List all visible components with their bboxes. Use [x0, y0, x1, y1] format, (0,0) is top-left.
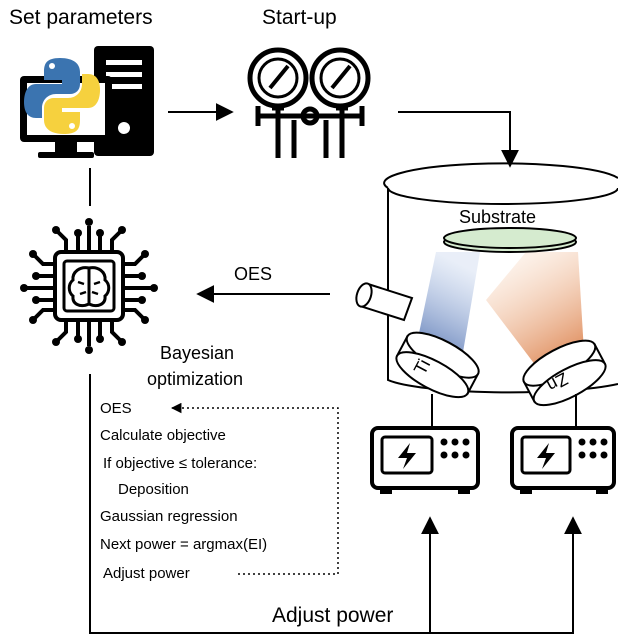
plume-ti [418, 252, 480, 358]
step-oes: OES [100, 400, 132, 417]
oes-label: OES [234, 264, 273, 284]
python-logo-icon [24, 58, 100, 134]
adjust-power-label: Adjust power [270, 604, 396, 628]
target-ti [395, 331, 480, 399]
arrow-gauges-to-chamber [398, 111, 519, 168]
target-zn [522, 339, 607, 407]
pressure-gauge-icon [247, 47, 371, 158]
power-supply-left-icon [370, 426, 480, 494]
plume-zn [486, 252, 584, 366]
lightning-icon [537, 443, 555, 469]
step-if-tolerance: If objective ≤ tolerance: [103, 455, 258, 472]
lightning-icon [398, 443, 416, 469]
step-gaussian-regression: Gaussian regression [100, 508, 238, 525]
bayesian-label: Bayesian [160, 343, 235, 363]
power-supply-right-icon [510, 426, 616, 494]
step-next-power: Next power = argmax(EI) [100, 536, 268, 553]
step-adjust-power: Adjust power [103, 565, 190, 582]
step-calculate-objective: Calculate objective [100, 427, 226, 444]
deposition-chamber [383, 162, 618, 394]
ai-chip-brain-icon [27, 226, 151, 346]
start-up-label: Start-up [262, 6, 337, 29]
optimization-label: optimization [147, 369, 244, 389]
set-parameters-label: Set parameters [9, 6, 153, 29]
oes-probe [355, 282, 414, 322]
line-feedback-loop [89, 374, 574, 634]
substrate-label: Substrate [459, 207, 537, 227]
dotted-loop [170, 402, 339, 575]
step-deposition: Deposition [118, 481, 189, 498]
